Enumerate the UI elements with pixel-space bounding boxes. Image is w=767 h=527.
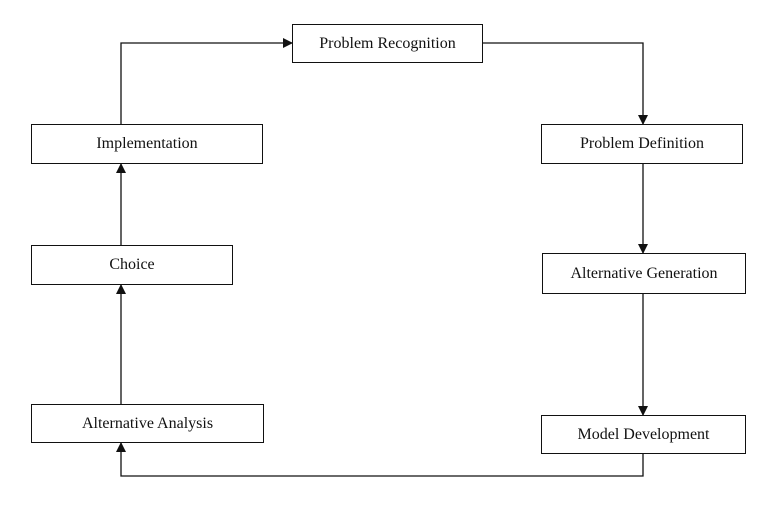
edge-model-to-analysis — [116, 442, 644, 477]
node-label: Alternative Generation — [570, 264, 718, 282]
node-label: Problem Definition — [580, 135, 704, 152]
node-label: Implementation — [96, 135, 198, 152]
edge-implementation-to-recognition — [120, 38, 293, 124]
node-model-development: Model Development — [541, 415, 746, 454]
node-alternative-analysis: Alternative Analysis — [31, 404, 264, 443]
node-problem-recognition: Problem Recognition — [292, 24, 483, 63]
node-implementation: Implementation — [31, 124, 263, 164]
node-label: Choice — [109, 256, 155, 273]
node-alternative-generation: Alternative Generation — [542, 253, 746, 294]
node-label: Problem Recognition — [319, 34, 456, 52]
node-label: Model Development — [577, 425, 710, 443]
node-label: Alternative Analysis — [81, 414, 214, 432]
node-problem-definition: Problem Definition — [541, 124, 743, 164]
edge-recognition-to-definition — [483, 42, 648, 125]
node-choice: Choice — [31, 245, 233, 285]
